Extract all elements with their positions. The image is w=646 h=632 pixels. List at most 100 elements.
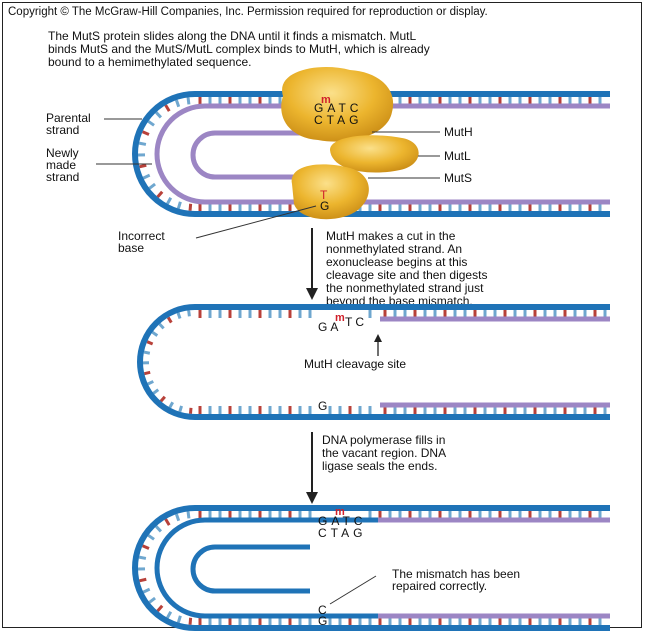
repaired-base-g: G [318, 614, 327, 628]
base-pair-rung [186, 511, 191, 519]
base-pair-rung [146, 340, 154, 346]
step2-caption: MutH makes a cut in the nonmethylated st… [326, 229, 487, 308]
parental-strand-outer [137, 304, 610, 420]
tc-bases: TC [345, 315, 367, 329]
gatc-top-sequence: GATC [318, 514, 366, 528]
muth-label: MutH [372, 125, 473, 139]
svg-text:strand: strand [46, 123, 79, 137]
base-pair-rung [147, 120, 155, 127]
panel-3-rungs [137, 511, 602, 625]
svg-text:strand: strand [46, 170, 79, 184]
step1-caption: The MutS protein slides along the DNA un… [48, 29, 430, 69]
panel-2-dna [137, 304, 610, 420]
step2-caption-line: MutH makes a cut in the [326, 229, 456, 243]
ctag-bottom-sequence: CTAG [318, 526, 366, 540]
base-pair-rung [166, 611, 173, 619]
ga-bases: GA [318, 320, 341, 334]
ctag-bottom-sequence: CTAG [314, 113, 362, 127]
muth-protein [281, 67, 394, 142]
step-arrow-1 [306, 228, 318, 300]
base-pair-rung [139, 163, 147, 169]
methyl-mark: m [335, 312, 345, 324]
panel-2-rungs [142, 310, 607, 414]
base-pair-rung [152, 388, 160, 395]
base-pair-rung [141, 544, 150, 550]
svg-text:MutS: MutS [444, 171, 472, 185]
protein-complex [281, 67, 419, 220]
step3-caption-line: ligase seals the ends. [322, 459, 437, 473]
base-pair-rung [156, 604, 164, 613]
base-pair-rung [175, 99, 181, 108]
step2-caption-line: nonmethylated strand. An [326, 242, 462, 256]
base-pair-rung [175, 513, 181, 522]
base-pair-rung [147, 534, 155, 541]
parental-strand-label: Parental strand [46, 111, 142, 137]
mutl-label: MutL [418, 149, 471, 163]
base-pair-rung [138, 555, 147, 560]
svg-text:MutL: MutL [444, 149, 471, 163]
base-pair-rung [187, 310, 191, 317]
base-pair-rung [188, 407, 193, 414]
base-pair-rung [176, 201, 182, 209]
base-pair-rung [164, 518, 171, 526]
svg-text:Parental: Parental [46, 111, 91, 125]
step1-caption-line: The MutS protein slides along the DNA un… [48, 29, 416, 43]
base-pair-rung [176, 312, 182, 319]
step3-caption: DNA polymerase fills in the vacant regio… [322, 433, 446, 473]
base-pair-rung [166, 316, 173, 324]
base-pair-rung [156, 190, 164, 199]
base-pair-rung [158, 322, 165, 330]
repaired-base-c: C [318, 603, 327, 617]
step3-caption-line: DNA polymerase fills in [322, 433, 445, 447]
base-pair-rung [151, 330, 159, 337]
step3-caption-line: the vacant region. DNA [322, 446, 446, 460]
base-pair-rung [159, 395, 166, 403]
step2-caption-line: exonuclease begins at this [326, 255, 467, 269]
base-pair-rung [186, 97, 191, 105]
step-arrow-2 [306, 432, 318, 504]
base-pair-rung [188, 203, 193, 211]
parental-strand-outer [132, 505, 610, 631]
repaired-strand-blue [154, 517, 610, 619]
methyl-mark: m [321, 94, 331, 106]
panel-1-rungs [137, 97, 602, 211]
step2-caption-line: cleavage site and then digests [326, 268, 487, 282]
step2-caption-line: the nonmethylated strand just [326, 281, 484, 295]
base-pair-rung [176, 615, 182, 623]
methyl-mark: m [335, 506, 345, 518]
cleavage-site-arrow [374, 334, 382, 356]
base-pair-rung [166, 197, 173, 205]
base-pair-rung [164, 104, 171, 112]
svg-text:repaired correctly.: repaired correctly. [392, 579, 487, 593]
base-pair-rung [155, 525, 162, 533]
svg-text:MutH: MutH [444, 125, 473, 139]
parental-strand-outer [132, 91, 610, 217]
base-pair-rung [148, 596, 156, 604]
base-pair-rung [188, 617, 193, 625]
base-pair-rung [142, 173, 151, 180]
svg-text:base: base [118, 241, 144, 255]
mismatch-base-t: T [320, 188, 328, 202]
mutl-protein [330, 135, 419, 173]
base-pair-rung [155, 111, 162, 119]
copyright-text: Copyright © The McGraw-Hill Companies, I… [8, 6, 488, 18]
svg-text:Incorrect: Incorrect [118, 229, 165, 243]
gatc-top-sequence: GATC [314, 101, 362, 115]
base-pair-rung [141, 130, 150, 136]
mismatch-base-g: G [320, 199, 329, 213]
svg-text:made: made [46, 158, 76, 172]
step1-caption-line: binds MutS and the MutS/MutL complex bin… [48, 42, 430, 56]
step1-caption-line: bound to a hemimethylated sequence. [48, 55, 251, 69]
newly-made-strand-label: Newly made strand [46, 146, 152, 184]
new-strand-loop [190, 130, 310, 180]
base-pair-rung [147, 380, 154, 386]
cleavage-site-label: MutH cleavage site [304, 357, 406, 371]
panel-3-dna [132, 505, 610, 631]
incorrect-base-label: Incorrect base [118, 205, 317, 255]
svg-text:The mismatch has been: The mismatch has been [392, 567, 520, 581]
unpaired-g-base: G [318, 399, 327, 413]
svg-text:Newly: Newly [46, 146, 79, 160]
base-pair-rung [143, 370, 151, 376]
base-pair-rung [168, 401, 175, 409]
